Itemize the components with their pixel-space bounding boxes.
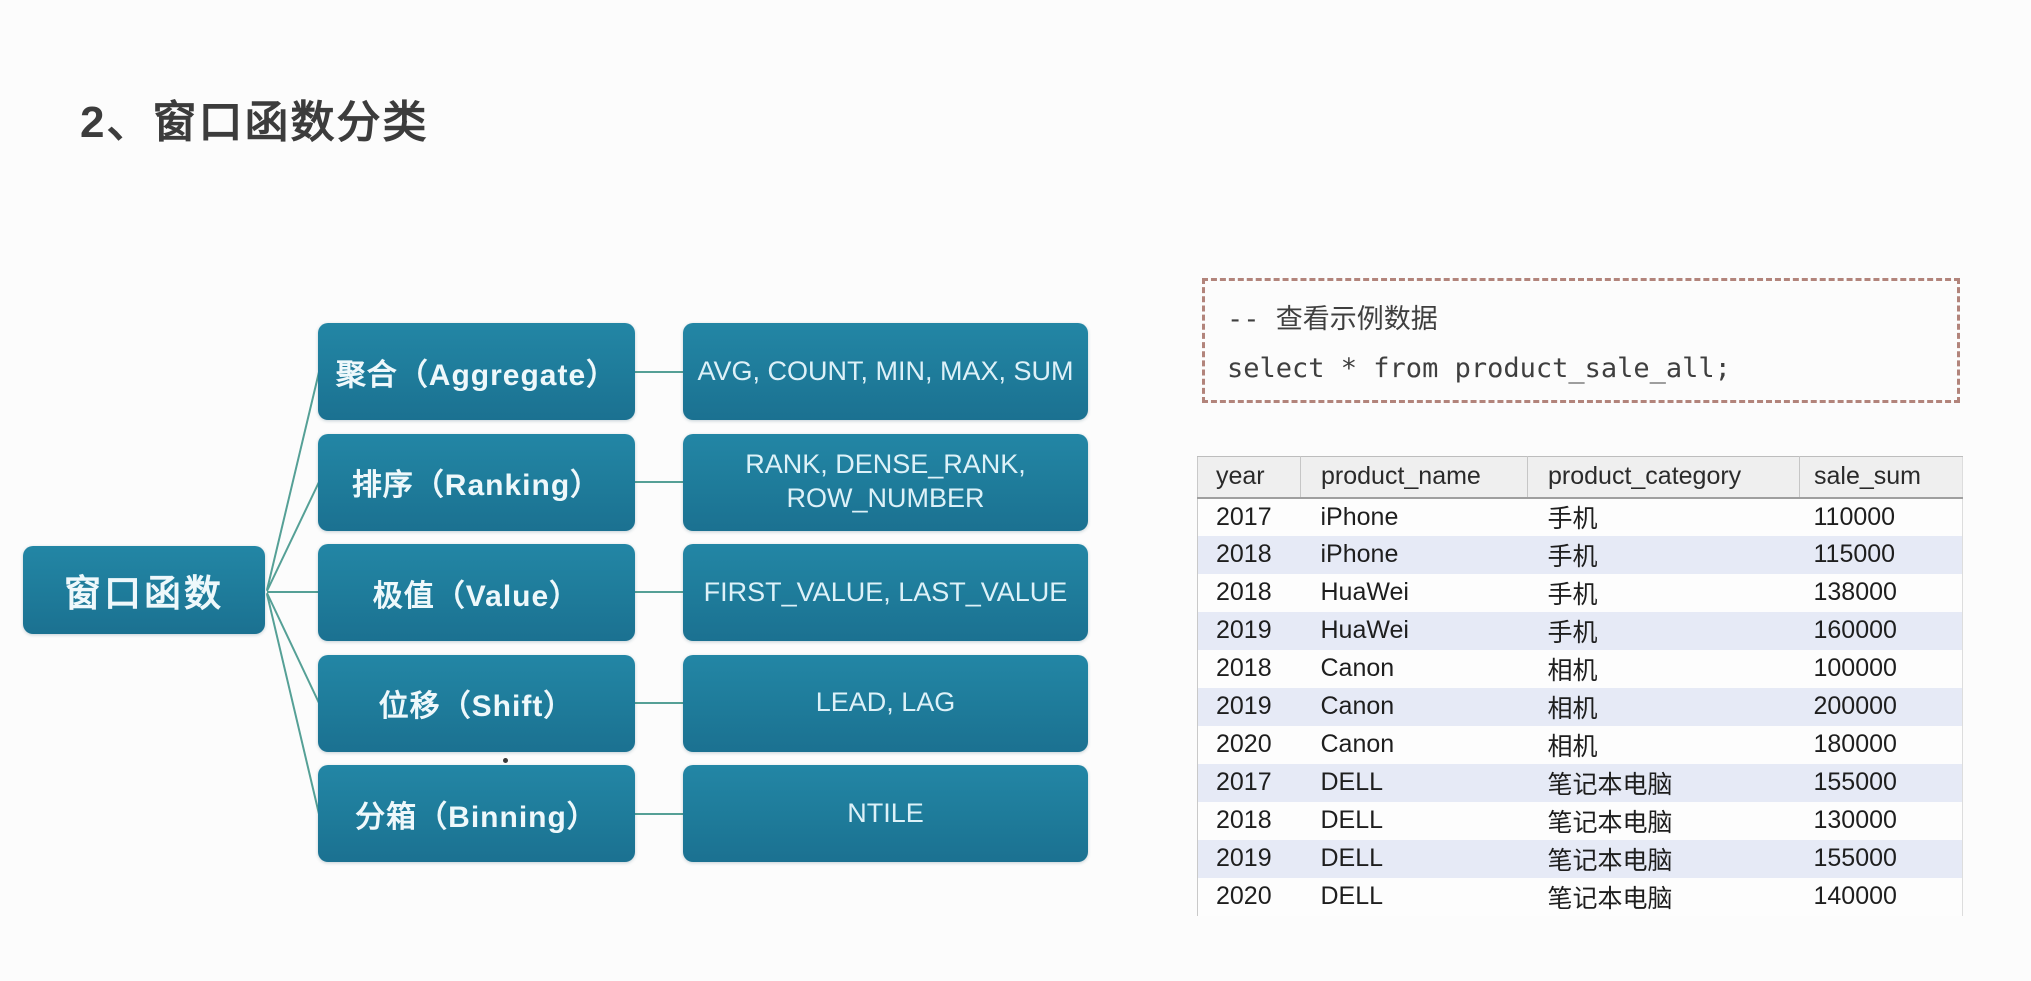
table-cell: 手机 (1547, 505, 1598, 533)
category-node: 聚合（Aggregate） (318, 323, 635, 420)
connector-line (266, 592, 320, 704)
category-node: 排序（Ranking） (318, 433, 635, 531)
table-cell: 138000 (1813, 578, 1897, 606)
cursor-dot (503, 758, 508, 763)
function-column: AVG, COUNT, MIN, MAX, SUM RANK, DENSE_RAN… (683, 323, 1088, 862)
table-cell: 手机 (1547, 542, 1598, 571)
table-cell: 2019 (1216, 616, 1272, 644)
table-cell: Canon (1320, 692, 1395, 720)
table-cell: 2020 (1216, 882, 1272, 910)
table-cell: 200000 (1813, 692, 1897, 720)
table-cell: 笔记本电脑 (1547, 808, 1673, 837)
category-column: 聚合（Aggregate） 排序（Ranking） 极值（Value） 位移（Shif… (318, 323, 635, 862)
table-row: 2017 DELL 笔记本电脑 155000 (1197, 763, 1963, 802)
table-row: 2018 Canon 相机 100000 (1197, 649, 1963, 688)
table-cell: iPhone (1320, 540, 1399, 568)
table-cell: 155000 (1813, 768, 1897, 796)
connector-line (266, 481, 320, 592)
function-list-node: AVG, COUNT, MIN, MAX, SUM (683, 323, 1088, 420)
connector-line (266, 371, 320, 591)
page-title: 2、窗口函数分类 (80, 98, 429, 147)
table-cell: 2018 (1216, 806, 1272, 834)
table-cell: 155000 (1813, 844, 1897, 872)
table-cell: DELL (1320, 768, 1384, 796)
table-column-header: product_name (1300, 456, 1528, 499)
table-cell: 2018 (1216, 578, 1272, 606)
table-cell: 相机 (1547, 656, 1598, 685)
table-cell: 130000 (1813, 806, 1897, 834)
table-cell: 笔记本电脑 (1547, 770, 1673, 799)
table-cell: 140000 (1813, 882, 1897, 910)
table-cell: 2019 (1216, 692, 1272, 720)
table-row: 2018 HuaWei 手机 138000 (1197, 573, 1963, 612)
table-cell: 160000 (1813, 616, 1897, 644)
root-node-label: 窗口函数 (64, 573, 224, 614)
table-cell: 115000 (1813, 540, 1896, 568)
function-list-node: FIRST_VALUE, LAST_VALUE (683, 544, 1088, 641)
table-cell: Canon (1320, 730, 1395, 758)
sql-code: select * from product_sale_all; (1227, 353, 1731, 384)
sql-comment: -- 查看示例数据 (1227, 304, 1438, 335)
table-cell: 相机 (1547, 732, 1598, 761)
connector-line (266, 593, 320, 815)
table-column-header: year (1197, 456, 1301, 499)
table-cell: 2017 (1216, 768, 1272, 796)
table-column-header: product_category (1527, 456, 1800, 499)
function-list-node: NTILE (683, 765, 1088, 862)
table-row: 2020 Canon 相机 180000 (1197, 725, 1963, 764)
table-cell: 2017 (1216, 502, 1272, 531)
function-list-node: RANK, DENSE_RANK, ROW_NUMBER (683, 433, 1088, 531)
table-cell: 2019 (1216, 844, 1272, 872)
table-cell: DELL (1320, 882, 1384, 910)
table-cell: 手机 (1547, 618, 1598, 647)
sql-example-panel: -- 查看示例数据 select * from product_sale_all… (1202, 278, 1960, 403)
table-cell: 2018 (1216, 654, 1272, 682)
table-row: 2017 iPhone 手机 110000 (1197, 497, 1963, 536)
table-row: 2018 iPhone 手机 115000 (1197, 535, 1963, 574)
table-cell: 相机 (1547, 694, 1598, 723)
table-cell: 2020 (1216, 730, 1272, 758)
category-node: 位移（Shift） (318, 654, 635, 752)
table-row: 2019 DELL 笔记本电脑 155000 (1197, 839, 1963, 878)
category-node: 极值（Value） (318, 544, 635, 641)
table-cell: 100000 (1813, 654, 1897, 682)
table-cell: HuaWei (1320, 578, 1409, 606)
table-cell: Canon (1320, 654, 1395, 682)
table-row: 2019 Canon 相机 200000 (1197, 687, 1963, 726)
table-row: 2018 DELL 笔记本电脑 130000 (1197, 801, 1963, 840)
diagram-root-node: 窗口函数 (23, 546, 265, 634)
table-cell: 180000 (1813, 730, 1897, 758)
table-cell: HuaWei (1320, 616, 1409, 644)
table-column-header: sale_sum (1799, 456, 1963, 499)
function-list-node: LEAD, LAG (683, 654, 1088, 752)
table-cell: 2018 (1216, 540, 1272, 568)
category-node: 分箱（Binning） (318, 765, 635, 862)
table-row: 2020 DELL 笔记本电脑 140000 (1197, 877, 1963, 916)
table-cell: DELL (1320, 844, 1384, 872)
table-cell: 笔记本电脑 (1547, 884, 1673, 913)
table-cell: DELL (1320, 806, 1384, 834)
table-cell: 110000 (1813, 502, 1896, 531)
table-cell: iPhone (1320, 502, 1399, 531)
table-row: 2019 HuaWei 手机 160000 (1197, 611, 1963, 650)
table-cell: 手机 (1547, 580, 1598, 609)
table-cell: 笔记本电脑 (1547, 846, 1673, 875)
